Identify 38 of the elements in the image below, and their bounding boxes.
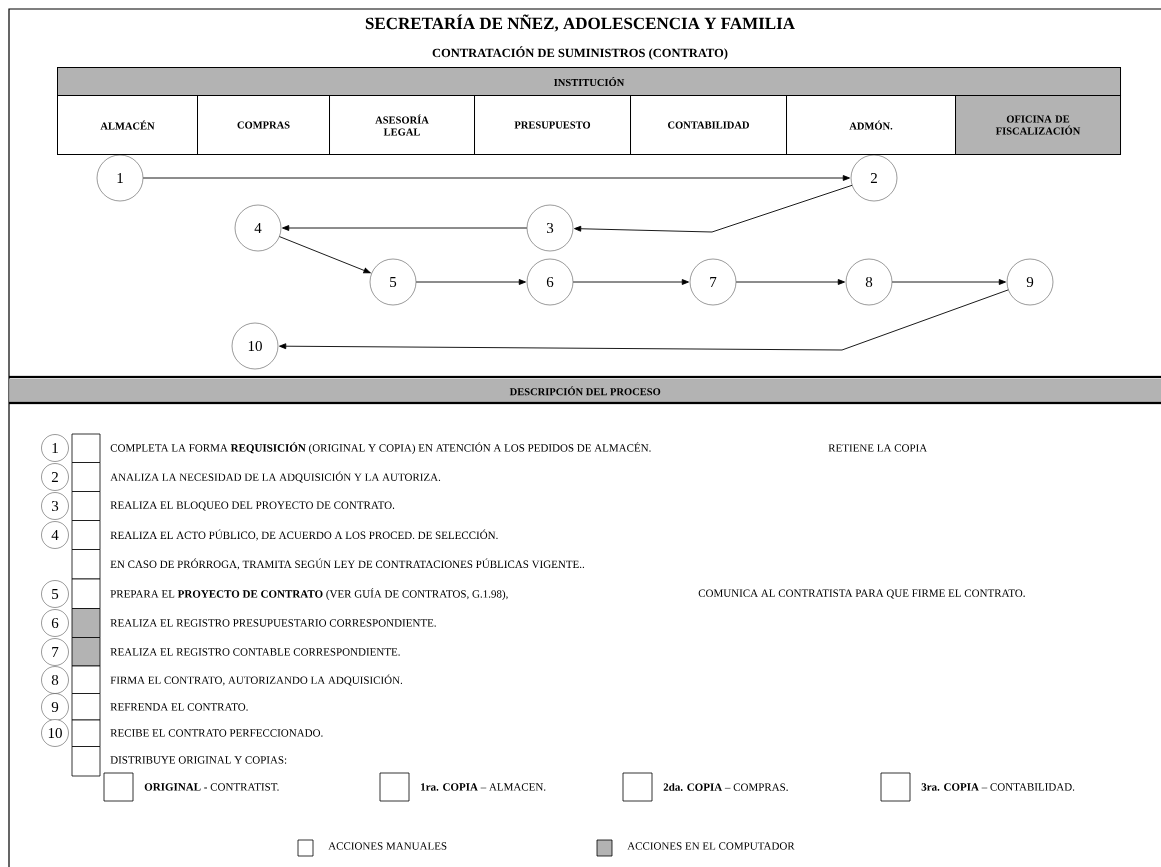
step-description: REALIZA EL REGISTRO CONTABLE CORRESPONDIENTE. bbox=[110, 648, 400, 656]
legend-label: ACCIONES EN EL COMPUTADOR bbox=[627, 842, 795, 850]
copy-label: 3ra. COPIA – CONTABILIDAD. bbox=[921, 783, 1075, 791]
step-description: REALIZA EL BLOQUEO DEL PROYECTO DE CONTRATO. bbox=[110, 501, 395, 511]
step-description: REFRENDA EL CONTRATO. bbox=[110, 703, 248, 711]
step-description: RETIENE LA COPIA bbox=[828, 444, 928, 452]
copy-label: 1ra. COPIA – ALMACEN. bbox=[421, 783, 546, 791]
step-description: REALIZA EL REGISTRO PRESUPUESTARIO CORRESPONDIENTE. bbox=[110, 619, 436, 627]
copy-label: ORIGINAL - CONTRATIST. bbox=[144, 783, 279, 791]
step-description: FIRMA EL CONTRATO, AUTORIZANDO LA ADQUISICIÓN. bbox=[110, 674, 403, 686]
lane-header: ASESORÍA LEGAL bbox=[329, 95, 475, 155]
legend-label: ACCIONES MANUALES bbox=[328, 842, 447, 850]
subtitle: CONTRATACIÓN DE SUMINISTROS (CONTRATO) bbox=[432, 46, 728, 60]
arrow bbox=[279, 289, 1009, 351]
step-description: EN CASO DE PRÓRROGA, TRAMITA SEGÚN LEY DE CONTRATACIONES PÚBLICAS VIGENTE.. bbox=[110, 558, 585, 570]
step-description: COMUNICA AL CONTRATISTA PARA QUE FIRME EL CONTRATO. bbox=[698, 589, 1025, 599]
arrow bbox=[572, 279, 689, 285]
arrow bbox=[415, 279, 526, 285]
lane-header: ALMACÉN bbox=[57, 95, 198, 155]
step-description: ANALIZA LA NECESIDAD DE LA ADQUISICIÓN Y LA AUTORIZA. bbox=[110, 471, 441, 483]
step-description: RECIBE EL CONTRATO PERFECCIONADO. bbox=[110, 729, 323, 737]
section-band: DESCRIPCIÓN DEL PROCESO bbox=[9, 378, 1161, 403]
arrow bbox=[279, 236, 371, 274]
diagram-title: SECRETARÍA DE NÑEZ, ADOLESCENCIA Y FAMILIA bbox=[365, 14, 795, 32]
lane-header: CONTABILIDAD bbox=[630, 95, 787, 155]
step-description: PREPARA EL PROYECTO DE CONTRATO (VER GUÍA DE CONTRATOS, G.1.98), bbox=[110, 588, 508, 600]
arrow bbox=[735, 279, 845, 285]
step-description: COMPLETA LA FORMA REQUISICIÓN (ORIGINAL Y COPIA) EN ATENCIÓN A LOS PEDIDOS DE ALMACÉN. bbox=[110, 442, 651, 454]
lane-header: PRESUPUESTO bbox=[474, 95, 631, 155]
lane-header: COMPRAS bbox=[197, 95, 330, 155]
step-description: DISTRIBUYE ORIGINAL Y COPIAS: bbox=[110, 756, 287, 764]
lane-header: OFICINA DE FISCALIZACIÓN bbox=[955, 95, 1121, 155]
arrow bbox=[574, 184, 853, 233]
arrow bbox=[891, 279, 1006, 285]
step-description: REALIZA EL ACTO PÚBLICO, DE ACUERDO A LOS PROCED. DE SELECCIÓN. bbox=[110, 529, 498, 541]
copy-label: 2da. COPIA – COMPRAS. bbox=[663, 783, 788, 791]
arrow bbox=[282, 225, 528, 231]
arrow bbox=[142, 175, 850, 181]
